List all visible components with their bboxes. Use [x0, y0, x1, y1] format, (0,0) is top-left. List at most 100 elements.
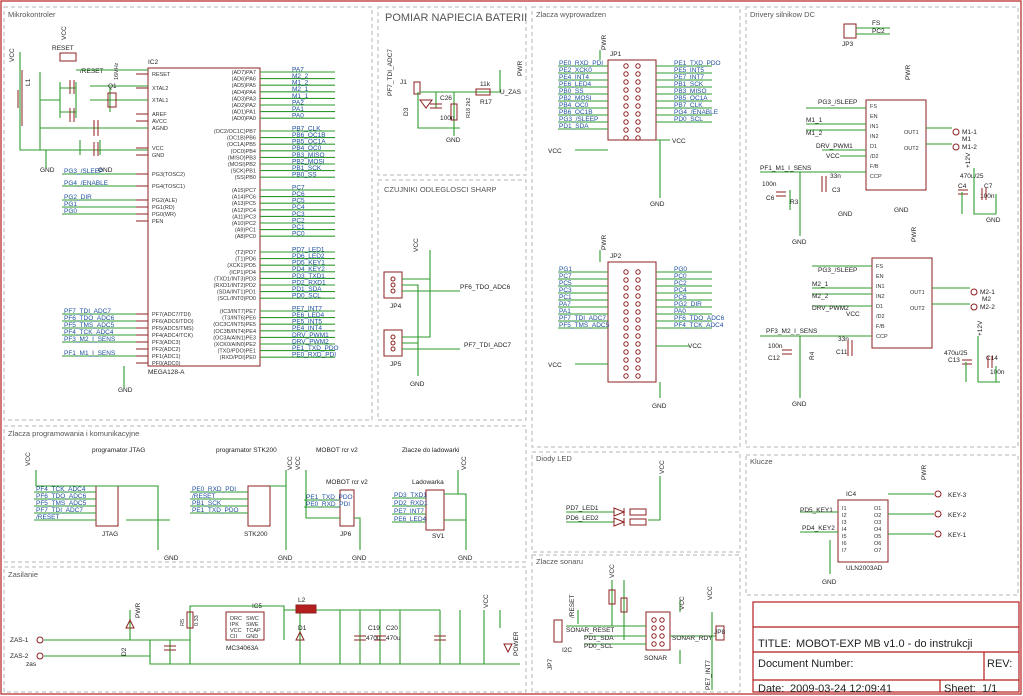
- mcu-right-pin-label: (SCL/INT0)PD0: [217, 296, 256, 302]
- jp1-right-net-label: PB5_OC1A: [674, 95, 708, 102]
- jp2-pin: [635, 349, 641, 355]
- headers-gnd-1: GND: [650, 201, 665, 208]
- mcu-left-pin-label: PF4(ADC4/TCK): [152, 333, 193, 339]
- date-label: Date:: [758, 683, 784, 695]
- prog-mobot-name: JP6: [340, 531, 352, 538]
- sonar-net-scl: PD0_SCL: [584, 643, 613, 650]
- sonar-i2c: I2C: [562, 647, 572, 654]
- drv1-net-pwm: DRV_PWM1: [816, 143, 853, 150]
- mcu-left-pin-label: AREF: [152, 112, 167, 118]
- mcu-left-net-label: PF7_TDI_ADC7: [64, 308, 111, 315]
- section-title-battery: POMIAR NAPIECIA BATERII: [385, 12, 527, 24]
- mcu-right-pin-label: (RXD/PDI)PE0: [220, 355, 256, 361]
- keys-pwr: PWR: [921, 465, 928, 480]
- jp2-left-net-label: PF5_TMS_ADC5: [559, 322, 610, 329]
- section-title-power: Zasilanie: [8, 570, 38, 579]
- driver-pin-label: CCP: [870, 174, 882, 180]
- power-d1: D1: [298, 625, 307, 632]
- jp2-pin: [623, 333, 629, 339]
- mcu-right-pin-label: (AD3)PA3: [232, 96, 256, 102]
- prog-jtag-name: JTAG: [102, 531, 118, 538]
- keys-ic-out-pin: O4: [874, 527, 881, 533]
- c4-name: C4: [958, 183, 967, 190]
- mcu-right-net-label: PE4_INT4: [292, 325, 322, 332]
- power-c20-value: 470u: [386, 635, 401, 642]
- power-ic-pin-label: CII: [230, 634, 238, 640]
- jp2-pin: [623, 349, 629, 355]
- c14-value: 100n: [990, 369, 1005, 376]
- jp1-pin: [635, 103, 641, 109]
- drv2-12v: +12V: [977, 320, 984, 336]
- mcu-right-pin-label: (A10)PC2: [232, 221, 256, 227]
- mcu-left-pin-label: PG3(TOSC2): [152, 172, 185, 178]
- m1-out-2: M1-2: [962, 144, 977, 151]
- header-jp2-name: JP2: [610, 253, 622, 260]
- battery-r18-text: R18 2k2: [466, 98, 472, 119]
- prog-charger-title: Zlacze do ladowarki: [402, 447, 459, 454]
- mcu-right-pin-label: (XCK1)PD5: [227, 263, 256, 269]
- mcu-left-pin-label: AGND: [152, 126, 168, 132]
- c13-value: 470u/25: [944, 350, 968, 357]
- keys-ic-in-pin: I1: [842, 506, 847, 512]
- power-ic-value: MC34063A: [226, 645, 259, 652]
- battery-uzas: U_ZAS: [500, 89, 522, 96]
- inductor-l1: L1: [25, 78, 32, 86]
- crystal-value: 16MHz: [114, 62, 120, 80]
- mcu-right-pin-label: (IC3/INT7)PE7: [220, 309, 256, 315]
- prog-stk-vcc: VCC: [287, 456, 294, 470]
- prog-mobot-gnd: GND: [352, 555, 367, 562]
- mcu-right-net-label: PE6_LED4: [292, 312, 325, 319]
- keys-out-3: KEY-1: [948, 532, 967, 539]
- jp2-right-net-label: PG0: [674, 266, 687, 273]
- mcu-left-pin-label: RESET: [152, 72, 171, 78]
- c11-name: C11: [836, 349, 848, 356]
- jp2-right-net-label: PF4_TCK_ADC4: [674, 322, 724, 329]
- drv1-12v: +12V: [965, 152, 972, 168]
- driver-out-label: OUT2: [910, 306, 925, 312]
- title-label: TITLE:: [758, 638, 791, 650]
- battery-r17-value: 11k: [480, 81, 491, 88]
- power-ic-pin-label: GND: [246, 634, 258, 640]
- mcu-right-pin-label: (RXD1/INT2)PD2: [214, 283, 256, 289]
- keys-ic-in-pin: I7: [842, 548, 847, 554]
- prog-net-label: PE1_TXD_PDO: [306, 494, 353, 501]
- mcu-gnd-1: GND: [40, 167, 55, 174]
- jp2-pin: [635, 293, 641, 299]
- driver-pin-label: EN: [870, 114, 878, 120]
- mcu-right-net-label: PD5_KEY1: [292, 260, 325, 267]
- power-c20: C20: [386, 625, 398, 632]
- motors-block: FS PC2 JP3 FSENIN1IN2D1/D2F/BCCPOUT1OUT2…: [760, 20, 1005, 408]
- sonar-block: SONAR /RESET SONAR_RESET PD1_SDA PD0_SCL…: [547, 564, 726, 690]
- prog-net-label: PE1_TXD_PDO: [192, 507, 239, 514]
- mcu-left-nets: PG3_/SLEEPPG4_/ENABLEPG2_DIRPG1PG0PF7_TD…: [62, 168, 136, 357]
- prog-net-label: PF6_TDO_ADC6: [36, 493, 87, 500]
- jp1-pin: [635, 63, 641, 69]
- jp2-left-net-label: PC1: [559, 294, 572, 301]
- m2-name: M2: [982, 296, 991, 303]
- mcu-right-net-label: PE1_TXD_PDO: [292, 345, 339, 352]
- jp2-pin: [623, 365, 629, 371]
- prog-net-label: PF4_TCK_ADC4: [36, 486, 86, 493]
- mcu-right-pin-label: (TXD1/INT3)PD3: [214, 276, 256, 282]
- mcu-right-net-label: PD2_RXD1: [292, 279, 326, 286]
- prog-net-label: /RESET: [36, 514, 60, 521]
- jp2-pin: [635, 309, 641, 315]
- mcu-right-pin-label: (AD1)PA1: [232, 110, 256, 116]
- c7-name: C7: [984, 183, 993, 190]
- jp1-left-net-label: PG3_/SLEEP: [559, 116, 598, 123]
- c4-value: 470u/25: [960, 173, 984, 180]
- led-net-2: PD6_LED2: [566, 515, 599, 522]
- mcu-right-net-label: PA0: [292, 113, 304, 120]
- sonar-net-sonar-reset: SONAR_RESET: [566, 627, 614, 634]
- mcu-left-net-label: PF5_TMS_ADC5: [64, 322, 115, 329]
- sonar-pin: [659, 633, 665, 639]
- sonar-pin: [651, 625, 657, 631]
- jp1-left-net-label: PB0_SS: [559, 88, 584, 95]
- prog-stk-title: programator STK200: [216, 447, 277, 454]
- mcu-right-pin-label: (SDA/INT1)PD1: [217, 290, 256, 296]
- drv1-pwr: PWR: [905, 65, 912, 80]
- mcu-right-pin-label: (OC1A)PB5: [227, 142, 256, 148]
- jp2-right-net-label: PC0: [674, 273, 687, 280]
